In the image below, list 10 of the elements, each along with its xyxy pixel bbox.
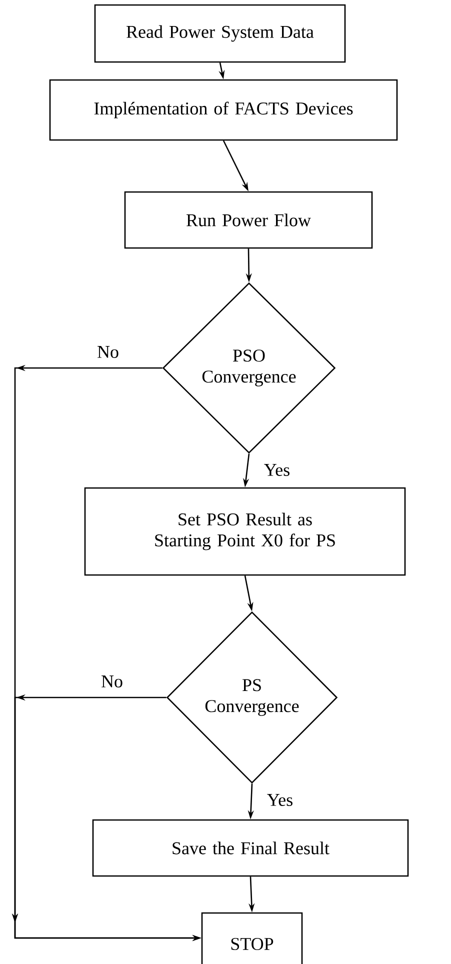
edge-label: No bbox=[102, 676, 122, 688]
process-box: Set PSO Result as Starting Point X0 for PS bbox=[84, 487, 406, 576]
edge-label: No bbox=[98, 346, 118, 358]
edge-label: Yes bbox=[267, 794, 292, 806]
process-box: Save the Final Result bbox=[92, 819, 409, 877]
process-box: Run Power Flow bbox=[124, 191, 373, 249]
process-box: Read Power System Data bbox=[94, 4, 346, 63]
process-box: STOP bbox=[201, 912, 303, 964]
edge-label: Yes bbox=[264, 464, 290, 476]
process-box: Implémentation of FACTS Devices bbox=[49, 79, 398, 141]
